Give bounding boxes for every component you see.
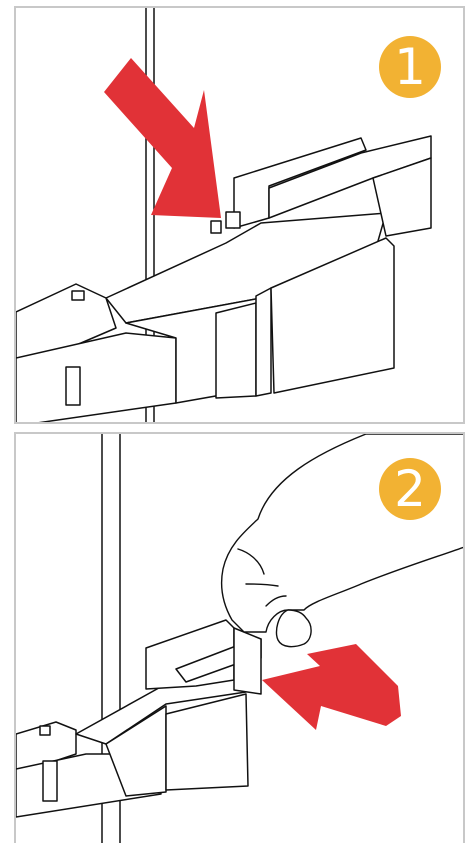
step-1-panel: 1 <box>14 6 465 424</box>
step-number-badge: 2 <box>379 458 441 520</box>
step-number-badge: 1 <box>379 36 441 98</box>
step-2-panel: 2 <box>14 432 465 843</box>
